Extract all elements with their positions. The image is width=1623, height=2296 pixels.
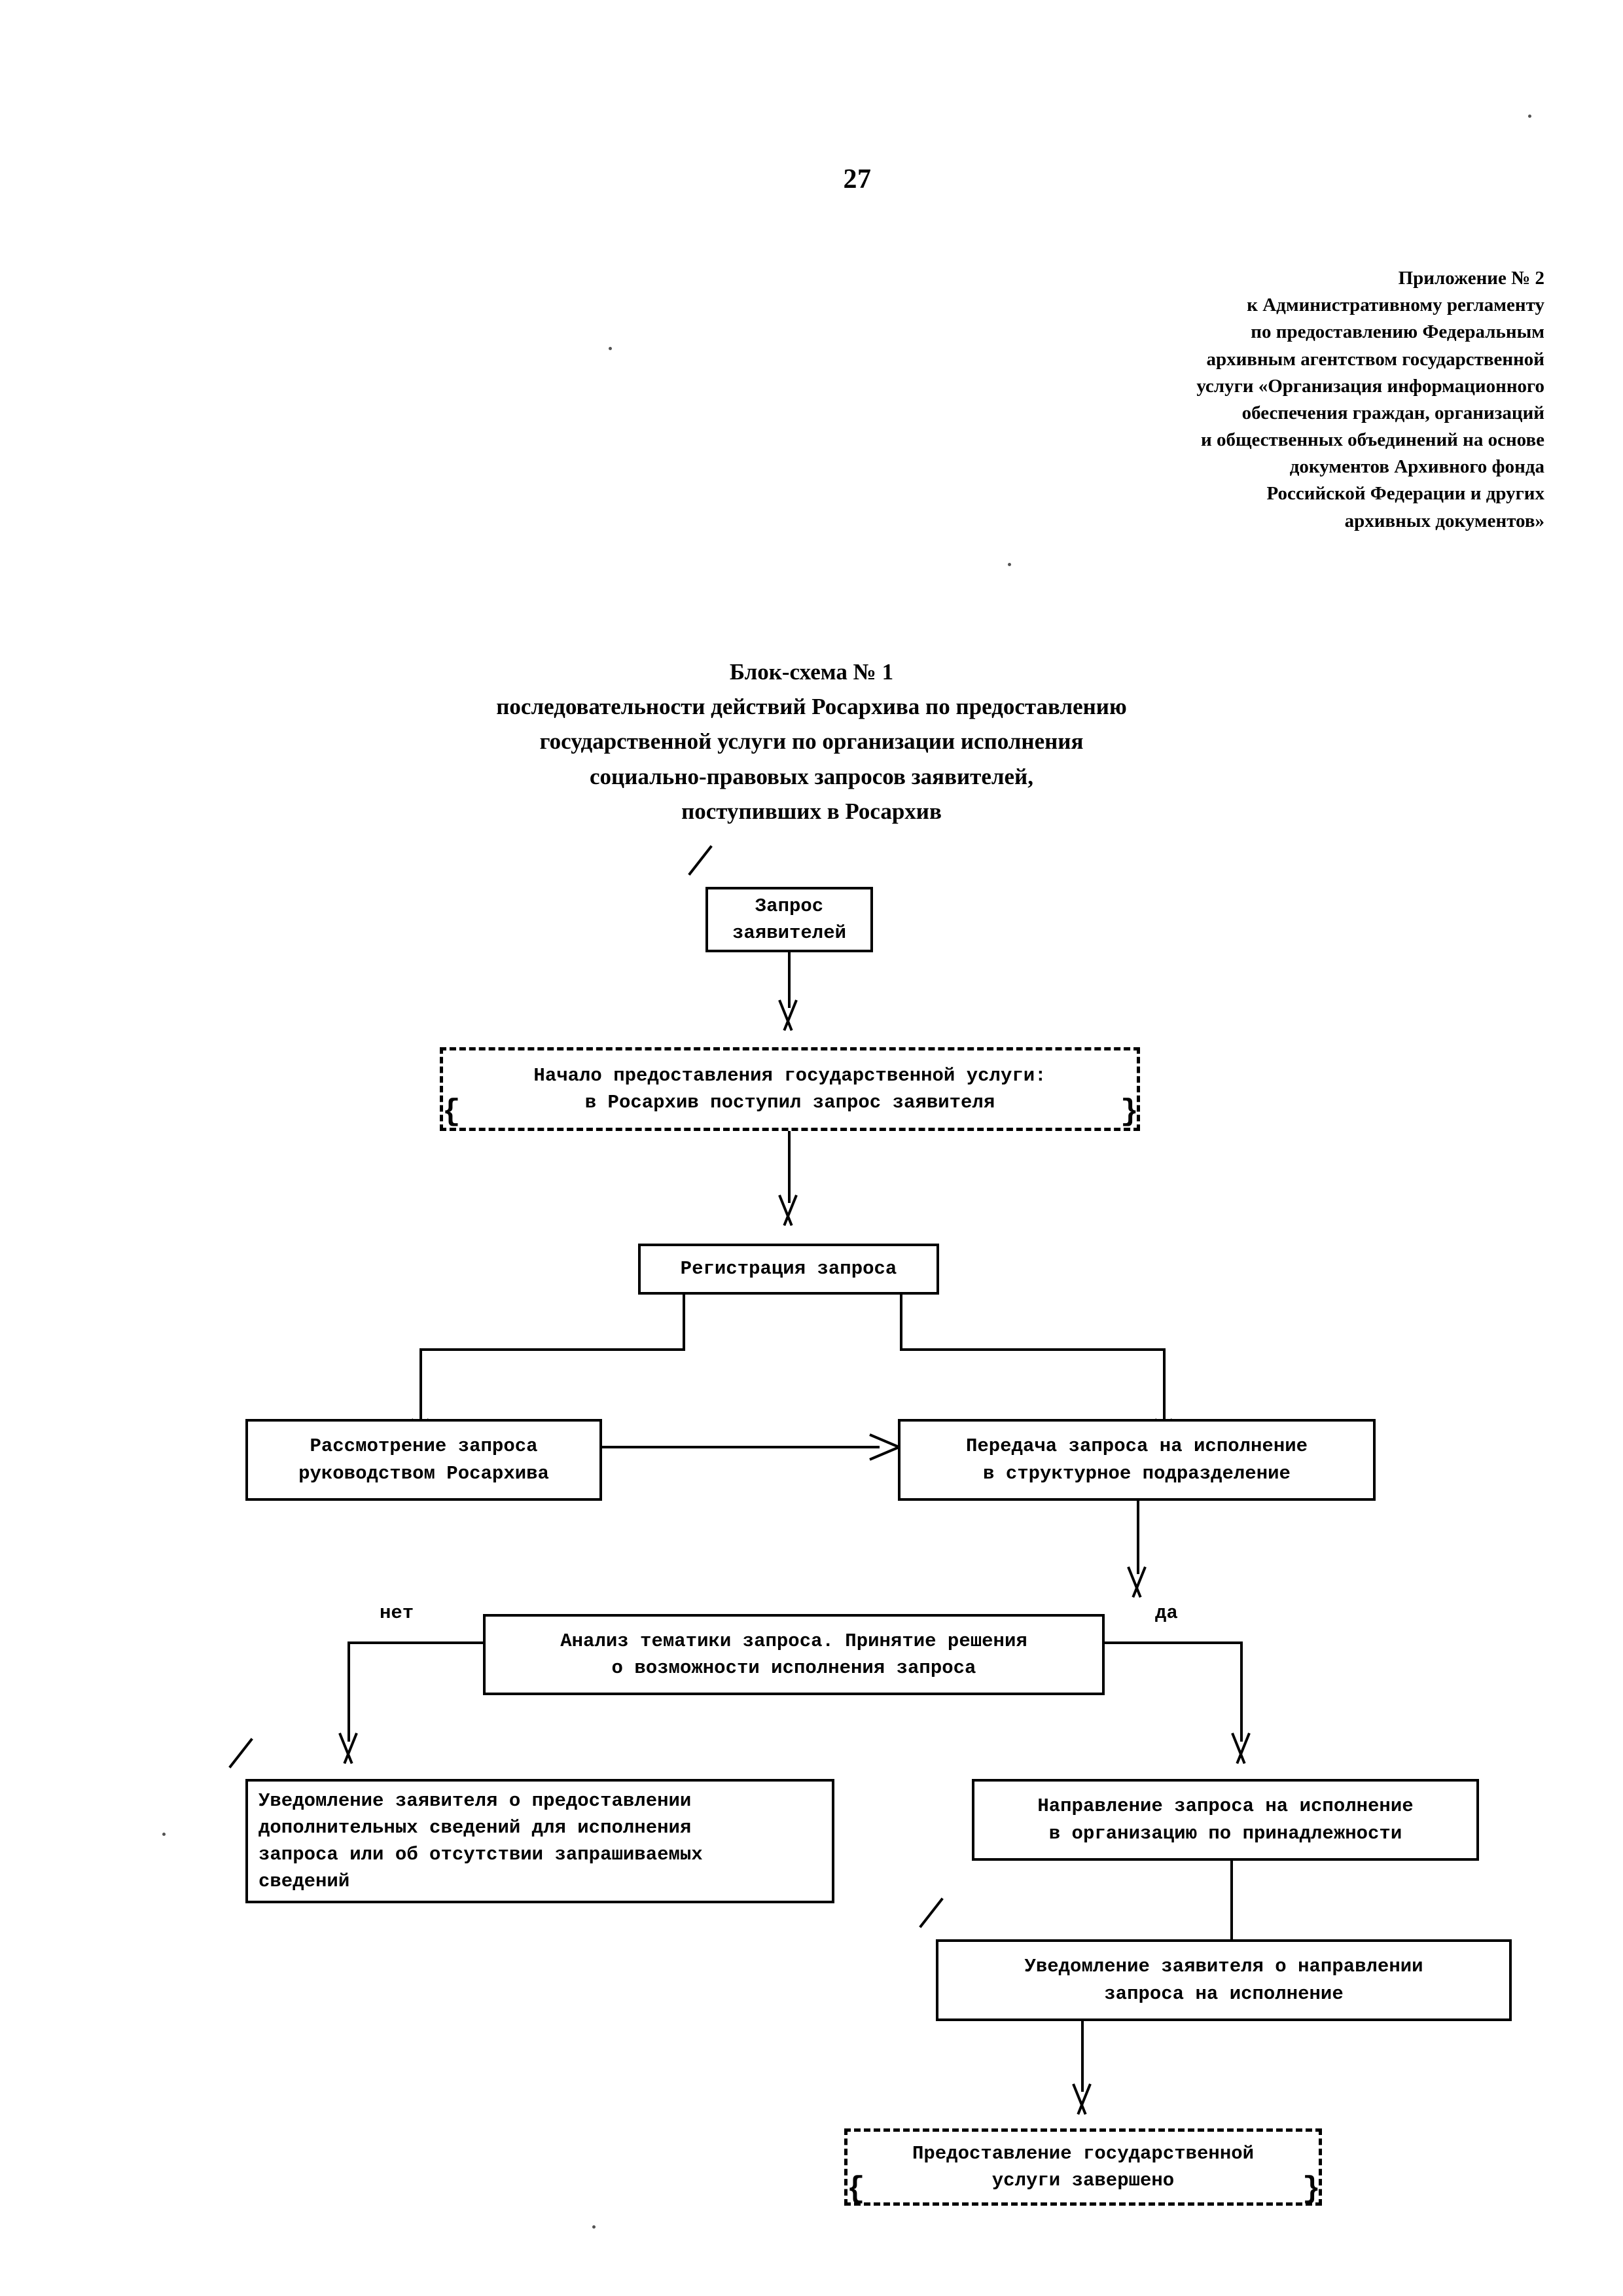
- flow-node-registration-line: Регистрация запроса: [680, 1258, 897, 1280]
- flow-node-request-line: заявителей: [732, 922, 847, 944]
- scan-speck: [592, 2225, 596, 2229]
- flow-node-start-service-line: Начало предоставления государственной ус…: [533, 1064, 1046, 1086]
- flow-node-forward-to-organization: Направление запроса на исполнение в орга…: [972, 1779, 1479, 1861]
- branch-label-yes: да: [1155, 1602, 1178, 1624]
- connector-line: [419, 1348, 685, 1351]
- flow-node-notify-fw-line: Уведомление заявителя о направлении: [1024, 1956, 1423, 1978]
- flow-node-notify-add-line: Уведомление заявителя о предоставлении: [259, 1789, 692, 1812]
- appendix-header: Приложение № 2 к Административному регла…: [1021, 265, 1544, 535]
- connector-line: [1137, 1501, 1139, 1574]
- flow-node-notify-fw-line: запроса на исполнение: [1104, 1982, 1344, 2005]
- flow-node-registration: Регистрация запроса: [638, 1244, 939, 1295]
- connector-line: [788, 1131, 791, 1203]
- appendix-header-line: Российской Федерации и других: [1266, 483, 1544, 505]
- connector-line: [1081, 2021, 1084, 2092]
- scan-speck: [1008, 563, 1011, 566]
- connector-line: [788, 952, 791, 1008]
- appendix-header-line: архивным агентством государственной: [1206, 348, 1544, 370]
- connector-line: [900, 1348, 1166, 1351]
- flow-node-review-line: руководством Росархива: [298, 1462, 549, 1484]
- branch-label-no: нет: [380, 1602, 414, 1624]
- scheme-title: Блок-схема № 1 последовательности действ…: [419, 655, 1204, 829]
- flow-node-request: Запрос заявителей: [705, 887, 873, 952]
- left-bracket: {: [442, 1095, 461, 1129]
- flow-node-forward-line: Направление запроса на исполнение: [1037, 1795, 1414, 1818]
- flow-node-transfer-line: Передача запроса на исполнение: [965, 1435, 1308, 1458]
- flow-node-analysis-decision: Анализ тематики запроса. Принятие решени…: [483, 1614, 1105, 1695]
- appendix-header-line: архивных документов»: [1344, 510, 1544, 531]
- connector-line: [1230, 1861, 1233, 1941]
- right-bracket: }: [1120, 1095, 1139, 1129]
- connector-line: [419, 1348, 422, 1428]
- appendix-header-line: Приложение № 2: [1398, 268, 1544, 289]
- connector-line: [900, 1295, 902, 1351]
- flow-node-start-service-line: в Росархив поступил запрос заявителя: [584, 1092, 995, 1113]
- flow-node-analysis-line: Анализ тематики запроса. Принятие решени…: [560, 1630, 1027, 1652]
- scheme-title-line: Блок-схема № 1: [729, 659, 894, 685]
- appendix-header-line: документов Архивного фонда: [1289, 456, 1544, 478]
- flow-node-completed-line: Предоставление государственной: [912, 2142, 1255, 2164]
- flow-node-transfer-line: в структурное подразделение: [983, 1462, 1291, 1484]
- appendix-header-line: услуги «Организация информационного: [1196, 375, 1544, 397]
- scan-speck: [1528, 115, 1531, 118]
- appendix-header-line: и общественных объединений на основе: [1201, 429, 1544, 451]
- connector-line: [1103, 1641, 1243, 1644]
- connector-line: [348, 1641, 350, 1742]
- connector-line: [683, 1295, 685, 1351]
- page-number: 27: [843, 164, 872, 194]
- connector-line: [1240, 1641, 1243, 1742]
- scheme-title-line: поступивших в Росархив: [681, 798, 942, 824]
- flow-node-forward-line: в организацию по принадлежности: [1048, 1822, 1402, 1844]
- flow-node-completed-line: услуги завершено: [991, 2170, 1175, 2191]
- flow-node-service-completed: Предоставление государственной услуги за…: [844, 2128, 1322, 2206]
- scheme-title-line: социально-правовых запросов заявителей,: [590, 763, 1033, 789]
- flow-node-notify-add-line: дополнительных сведений для исполнения: [259, 1816, 692, 1839]
- flow-node-review-by-management: Рассмотрение запроса руководством Росарх…: [245, 1419, 602, 1501]
- flow-node-analysis-line: о возможности исполнения запроса: [611, 1657, 976, 1679]
- flow-node-transfer-to-unit: Передача запроса на исполнение в структу…: [898, 1419, 1376, 1501]
- flow-node-start-service: Начало предоставления государственной ус…: [440, 1047, 1140, 1131]
- appendix-header-line: обеспечения граждан, организаций: [1241, 402, 1544, 423]
- connector-line: [348, 1641, 485, 1644]
- flow-node-notify-forwarding: Уведомление заявителя о направлении запр…: [936, 1939, 1512, 2021]
- flow-node-notify-add-line: сведений: [259, 1871, 350, 1893]
- appendix-header-line: по предоставлению Федеральным: [1251, 321, 1544, 343]
- flow-node-review-line: Рассмотрение запроса: [310, 1435, 538, 1458]
- right-bracket: }: [1302, 2172, 1321, 2206]
- flow-node-request-line: Запрос: [755, 895, 824, 917]
- scan-speck: [162, 1833, 166, 1836]
- connector-line: [1163, 1348, 1166, 1428]
- connector-line: [602, 1446, 880, 1448]
- flow-node-notify-add-line: запроса или об отсутствии запрашиваемых: [259, 1844, 703, 1865]
- scan-speck: [609, 347, 612, 350]
- scheme-title-line: государственной услуги по организации ис…: [539, 728, 1084, 755]
- appendix-header-line: к Административному регламенту: [1247, 295, 1544, 316]
- flow-node-notify-additional-info: Уведомление заявителя о предоставлении д…: [245, 1779, 834, 1903]
- scheme-title-line: последовательности действий Росархива по…: [496, 694, 1127, 720]
- left-bracket: {: [847, 2172, 865, 2206]
